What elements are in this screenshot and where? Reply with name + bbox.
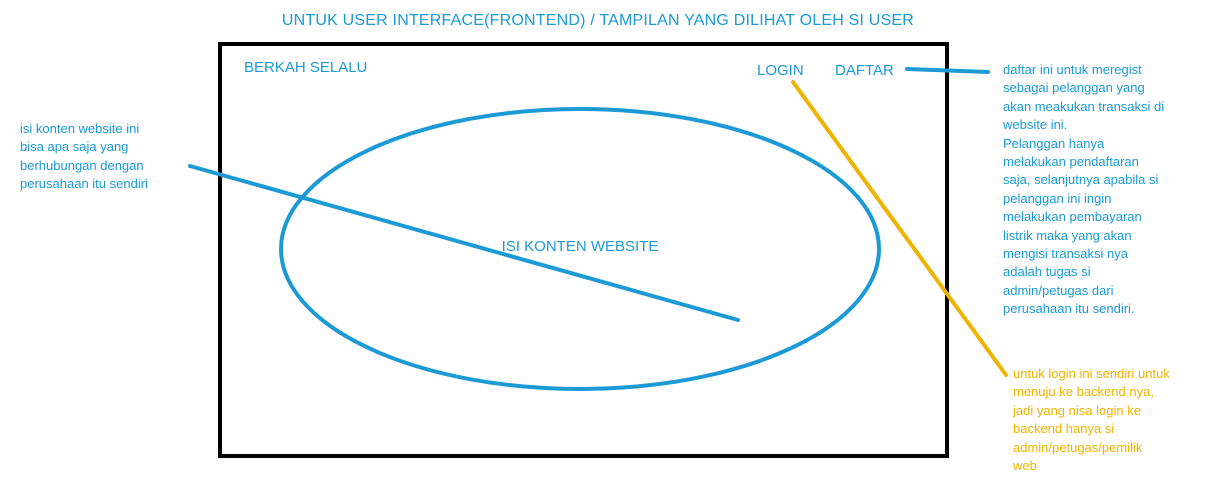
site-brand: BERKAH SELALU	[244, 59, 368, 76]
daftar-link[interactable]: DAFTAR	[835, 62, 894, 79]
daftar-annotation: daftar ini untuk meregist sebagai pelang…	[1003, 62, 1165, 317]
content-pointer-line	[188, 164, 740, 322]
login-pointer-line	[791, 80, 1008, 377]
content-area-ellipse	[279, 107, 881, 391]
content-annotation: isi konten website ini bisa apa saja yan…	[20, 121, 148, 192]
content-label: ISI KONTEN WEBSITE	[501, 238, 659, 255]
login-link[interactable]: LOGIN	[757, 62, 804, 79]
login-annotation: untuk login ini sendiri untuk menuju ke …	[1013, 366, 1170, 474]
daftar-pointer-line	[905, 67, 990, 74]
website-mockup-frame	[218, 42, 949, 458]
page-title: UNTUK USER INTERFACE(FRONTEND) / TAMPILA…	[281, 12, 915, 29]
